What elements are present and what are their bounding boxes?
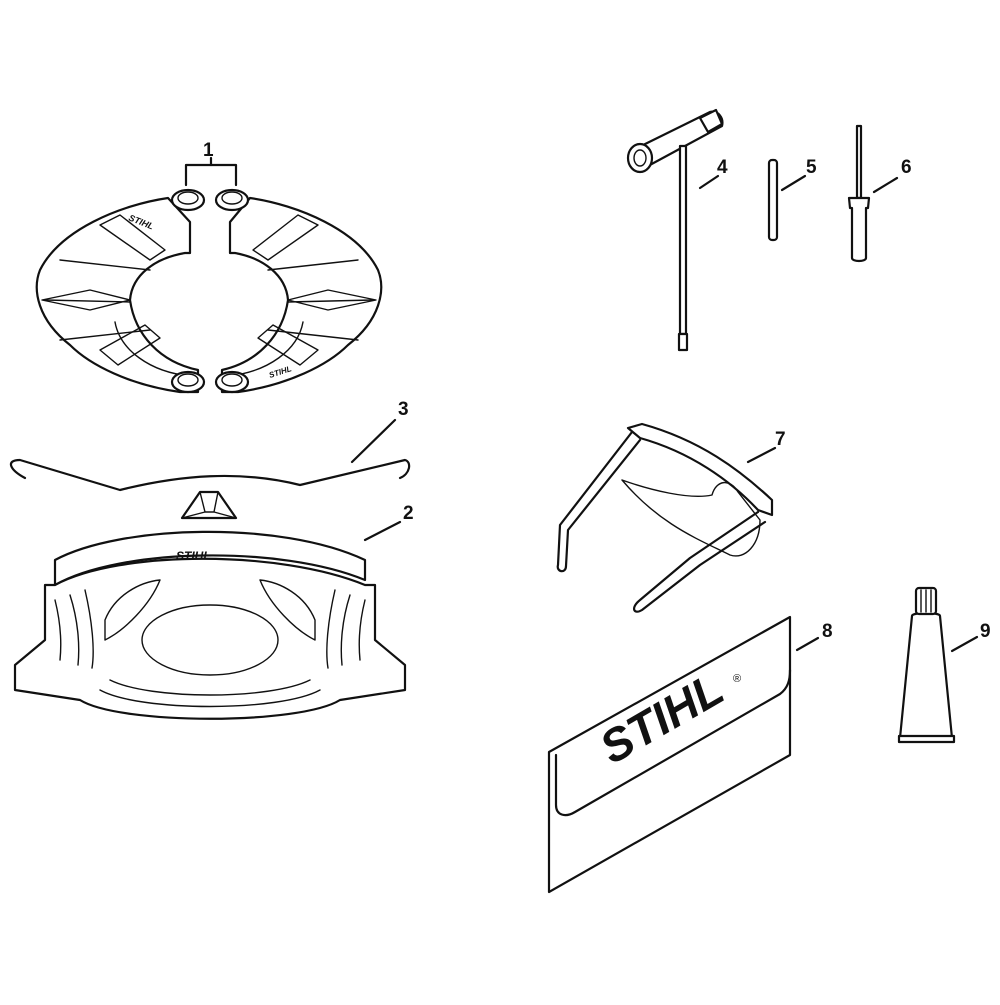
- callout-6: 6: [901, 157, 912, 178]
- wire-spring-part: [9, 418, 411, 492]
- combination-wrench-part: [626, 108, 724, 352]
- callout-9: 9: [980, 621, 991, 642]
- grease-tube-part: [897, 586, 979, 744]
- callout-1: 1: [203, 140, 214, 161]
- guard-halves-part: STIHL STIHL: [35, 156, 383, 394]
- screwdriver-part: [847, 124, 899, 263]
- callout-7: 7: [775, 429, 786, 450]
- base-guard-part: STIHL: [13, 490, 407, 720]
- callout-2: 2: [403, 503, 414, 524]
- safety-glasses-part: [556, 422, 777, 613]
- callout-8: 8: [822, 621, 833, 642]
- pin-part: [767, 158, 807, 242]
- svg-text:®: ®: [733, 673, 741, 685]
- tool-pouch-part: STIHL ®: [547, 615, 820, 894]
- callout-3: 3: [398, 399, 409, 420]
- callout-4: 4: [717, 157, 728, 178]
- callout-5: 5: [806, 157, 817, 178]
